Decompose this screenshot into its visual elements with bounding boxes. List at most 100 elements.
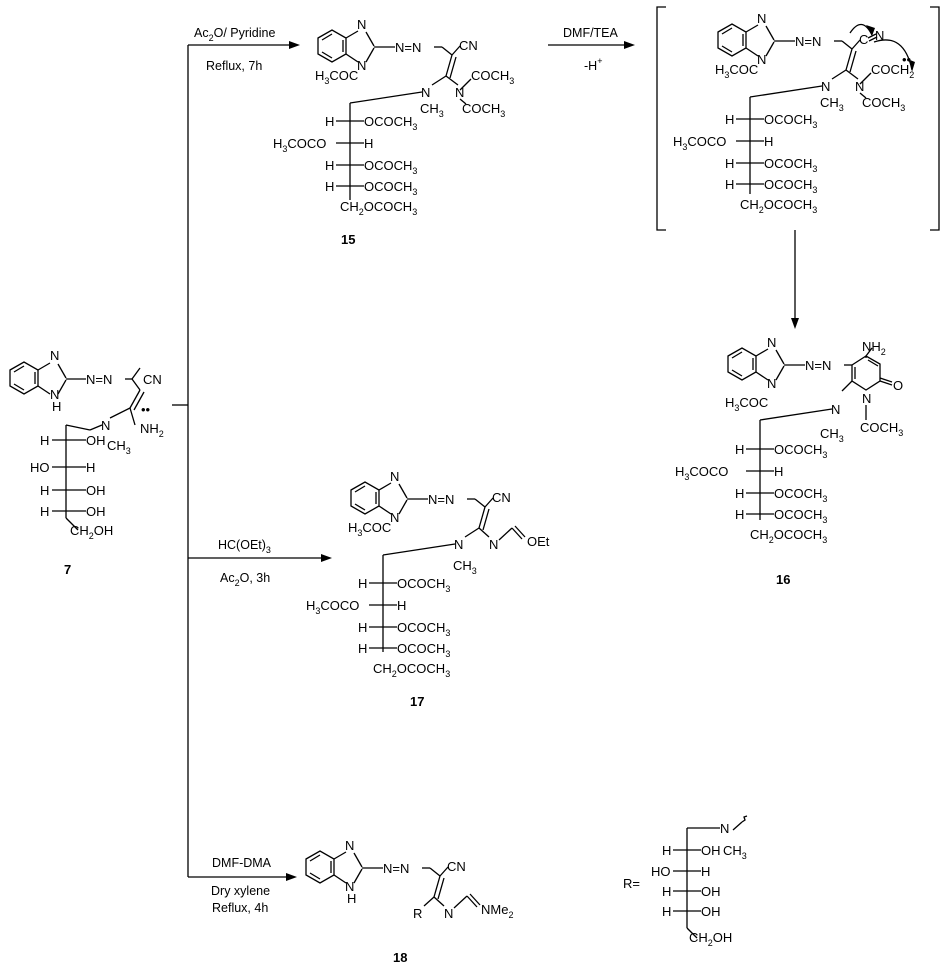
svg-text:OCOCH3: OCOCH3 bbox=[764, 112, 817, 130]
svg-text:CN: CN bbox=[459, 38, 478, 53]
svg-text:OCOCH3: OCOCH3 bbox=[364, 179, 417, 197]
svg-text:H3COC: H3COC bbox=[348, 520, 391, 538]
compound-18-label: 18 bbox=[393, 950, 407, 965]
svg-text:H: H bbox=[735, 486, 744, 501]
svg-text:N: N bbox=[821, 79, 830, 94]
svg-text:CH2OCOCH3: CH2OCOCH3 bbox=[750, 527, 827, 545]
svg-text:OCOCH3: OCOCH3 bbox=[397, 641, 450, 659]
compound-17-label: 17 bbox=[410, 694, 424, 709]
svg-text:OCOCH3: OCOCH3 bbox=[764, 156, 817, 174]
svg-text:Ac2O/ Pyridine: Ac2O/ Pyridine bbox=[194, 26, 275, 43]
svg-text:NH2: NH2 bbox=[140, 421, 164, 439]
svg-text:OCOCH3: OCOCH3 bbox=[774, 507, 827, 525]
svg-text:H: H bbox=[725, 112, 734, 127]
svg-text:OCOCH3: OCOCH3 bbox=[397, 620, 450, 638]
svg-text:N: N bbox=[757, 52, 766, 67]
svg-text:H: H bbox=[325, 179, 334, 194]
svg-text:H: H bbox=[40, 483, 49, 498]
svg-text:H3COCO: H3COCO bbox=[306, 598, 359, 616]
svg-text:H3COC: H3COC bbox=[315, 68, 358, 86]
intermediate: N N H3COC N=N C N N CH3 N COCH2 •• COCH3… bbox=[673, 11, 915, 215]
svg-text:OH: OH bbox=[701, 884, 721, 899]
compound-15: N N H3COC N=N CN N CH3 N COCH3 COCH3 H O… bbox=[273, 17, 514, 247]
svg-text:H: H bbox=[725, 156, 734, 171]
svg-text:N: N bbox=[454, 537, 463, 552]
svg-text:O: O bbox=[893, 378, 903, 393]
svg-text:N: N bbox=[444, 906, 453, 921]
svg-text:C: C bbox=[859, 32, 868, 47]
svg-text:H: H bbox=[735, 507, 744, 522]
svg-text:H: H bbox=[325, 158, 334, 173]
svg-text:H: H bbox=[662, 884, 671, 899]
svg-text:COCH2: COCH2 bbox=[871, 62, 914, 80]
svg-text:H: H bbox=[364, 136, 373, 151]
svg-text:H3COCO: H3COCO bbox=[273, 136, 326, 154]
conditions-to-15: Ac2O/ Pyridine Reflux, 7h bbox=[194, 26, 275, 73]
compound-7-label: 7 bbox=[64, 562, 71, 577]
compound-16-label: 16 bbox=[776, 572, 790, 587]
svg-text:-H+: -H+ bbox=[584, 56, 602, 73]
svg-text:OCOCH3: OCOCH3 bbox=[364, 114, 417, 132]
svg-text:N: N bbox=[421, 85, 430, 100]
svg-text:CH3: CH3 bbox=[820, 95, 844, 113]
intermediate-brackets bbox=[656, 6, 940, 231]
svg-text:H3COCO: H3COCO bbox=[673, 134, 726, 152]
r-group-definition: N CH3 H OH HO H H OH H OH CH2OH R= bbox=[623, 815, 748, 948]
svg-text:H: H bbox=[40, 504, 49, 519]
svg-text:OH: OH bbox=[86, 483, 106, 498]
svg-text:N: N bbox=[831, 402, 840, 417]
svg-text:OCOCH3: OCOCH3 bbox=[397, 576, 450, 594]
branch-lines bbox=[172, 41, 799, 881]
svg-text:CN: CN bbox=[143, 372, 162, 387]
svg-text:N: N bbox=[767, 376, 776, 391]
conditions-to-intermediate: DMF/TEA -H+ bbox=[563, 26, 619, 73]
svg-text:CH2OH: CH2OH bbox=[70, 523, 113, 541]
svg-text:H: H bbox=[725, 177, 734, 192]
compound-15-label: 15 bbox=[341, 232, 355, 247]
conditions-to-17: HC(OEt)3 Ac2O, 3h bbox=[218, 538, 271, 588]
svg-text:H: H bbox=[735, 442, 744, 457]
svg-text:CH3: CH3 bbox=[107, 438, 131, 456]
svg-text:N=N: N=N bbox=[795, 34, 821, 49]
svg-text:CH2OCOCH3: CH2OCOCH3 bbox=[340, 199, 417, 217]
svg-text:OCOCH3: OCOCH3 bbox=[774, 442, 827, 460]
r-group-label: R= bbox=[623, 876, 640, 891]
svg-text:H: H bbox=[701, 864, 710, 879]
svg-text:••: •• bbox=[141, 402, 151, 417]
svg-text:CN: CN bbox=[492, 490, 511, 505]
svg-text:N: N bbox=[50, 387, 59, 402]
svg-text:N: N bbox=[720, 821, 729, 836]
svg-text:Reflux, 4h: Reflux, 4h bbox=[212, 901, 268, 915]
svg-text:OH: OH bbox=[86, 433, 106, 448]
svg-text:COCH3: COCH3 bbox=[471, 68, 514, 86]
svg-text:N: N bbox=[345, 879, 354, 894]
svg-text:OCOCH3: OCOCH3 bbox=[774, 486, 827, 504]
svg-text:N: N bbox=[862, 391, 871, 406]
svg-text:HO: HO bbox=[30, 460, 50, 475]
svg-text:DMF-DMA: DMF-DMA bbox=[212, 856, 272, 870]
compound-18: N N H N=N CN R N NMe2 18 bbox=[305, 838, 513, 965]
svg-text:COCH3: COCH3 bbox=[862, 95, 905, 113]
svg-text:N=N: N=N bbox=[805, 358, 831, 373]
svg-text:H3COC: H3COC bbox=[715, 62, 758, 80]
svg-text:OH: OH bbox=[86, 504, 106, 519]
svg-text:CH2OH: CH2OH bbox=[689, 930, 732, 948]
svg-text:H3COCO: H3COCO bbox=[675, 464, 728, 482]
svg-text:NMe2: NMe2 bbox=[481, 902, 513, 920]
svg-text:N: N bbox=[875, 28, 884, 43]
svg-text:CH3: CH3 bbox=[453, 558, 477, 576]
svg-text:H: H bbox=[358, 620, 367, 635]
svg-text:DMF/TEA: DMF/TEA bbox=[563, 26, 619, 40]
svg-text:H: H bbox=[662, 843, 671, 858]
svg-text:N=N: N=N bbox=[428, 492, 454, 507]
svg-text:N: N bbox=[489, 537, 498, 552]
svg-text:H: H bbox=[764, 134, 773, 149]
svg-text:N: N bbox=[455, 85, 464, 100]
svg-text:H: H bbox=[325, 114, 334, 129]
svg-text:Reflux, 7h: Reflux, 7h bbox=[206, 59, 262, 73]
svg-text:CH2OCOCH3: CH2OCOCH3 bbox=[373, 661, 450, 679]
svg-text:N: N bbox=[767, 335, 776, 350]
svg-text:N: N bbox=[357, 17, 366, 32]
svg-text:H: H bbox=[86, 460, 95, 475]
